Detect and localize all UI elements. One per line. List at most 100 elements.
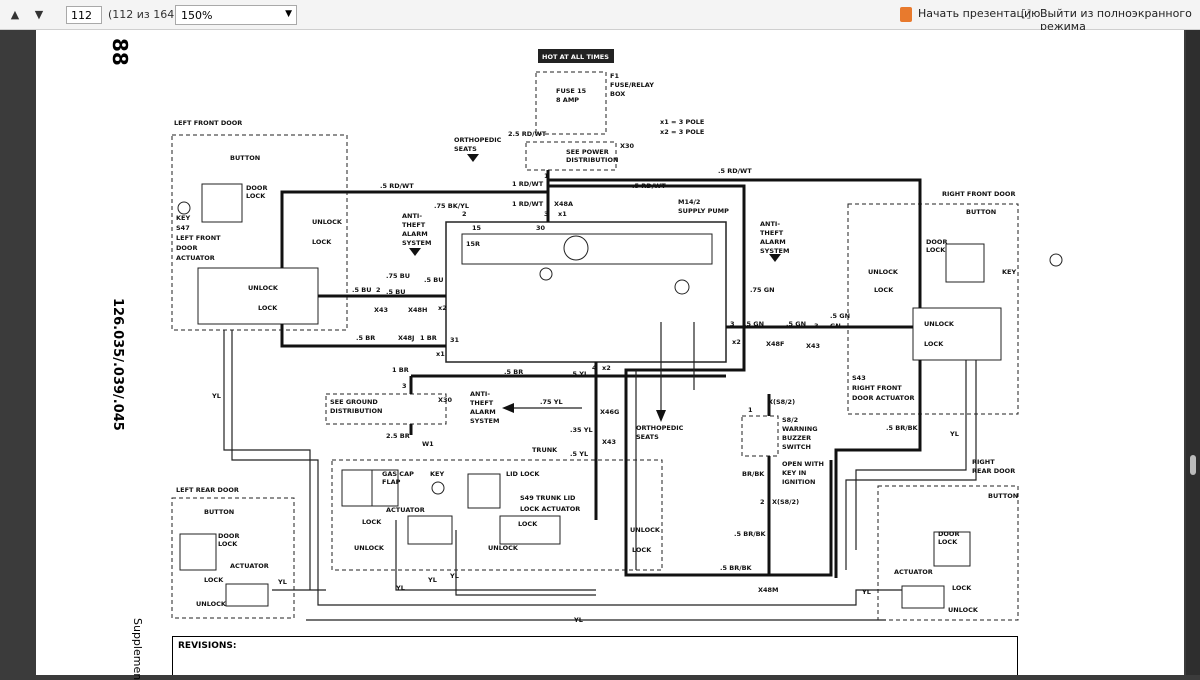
label-button-rr: BUTTON bbox=[988, 492, 1018, 500]
label-key-trunk: KEY bbox=[430, 470, 444, 478]
label-x43-left: X43 bbox=[374, 306, 388, 314]
exit-fullscreen-icon[interactable]: ⛶ bbox=[1022, 7, 1031, 21]
label-ignition: IGNITION bbox=[782, 478, 815, 486]
label-x2-right: x2 bbox=[732, 338, 741, 346]
revisions-label: REVISIONS: bbox=[178, 641, 237, 651]
wire-5-rd-wt-right: .5 RD/WT bbox=[718, 167, 752, 175]
label-pin-3-gn: 3 bbox=[730, 320, 735, 328]
label-orthopedic-bottom: ORTHOPEDIC bbox=[636, 424, 684, 432]
wire-5-bu-a: .5 BU bbox=[424, 276, 444, 284]
label-x58-2-bottom: X(S8/2) bbox=[772, 498, 799, 506]
label-x48h: X48H bbox=[408, 306, 428, 314]
label-distribution: DISTRIBUTION bbox=[566, 156, 618, 164]
label-actuator-rr: ACTUATOR bbox=[894, 568, 933, 576]
label-x46g: X46G bbox=[600, 408, 619, 416]
label-door-rr: DOOR bbox=[938, 530, 959, 538]
zoom-value: 150% bbox=[181, 9, 213, 22]
label-x1-left: x1 bbox=[436, 350, 445, 358]
label-x30-top: X30 bbox=[620, 142, 635, 150]
label-lock-lf2: LOCK bbox=[312, 238, 332, 246]
label-unlock-rf-act: UNLOCK bbox=[924, 320, 955, 328]
label-lock-actuator: LOCK ACTUATOR bbox=[520, 505, 580, 513]
label-button-rf: BUTTON bbox=[966, 208, 996, 216]
label-s43: S43 bbox=[852, 374, 866, 382]
label-anti-right: ANTI- bbox=[760, 220, 780, 228]
label-f1: F1 bbox=[610, 72, 619, 80]
label-switch: SWITCH bbox=[782, 443, 811, 451]
arrow-up-icon[interactable]: ▲ bbox=[10, 8, 20, 21]
exit-fullscreen-button[interactable]: Выйти из полноэкранного режима bbox=[1040, 7, 1192, 33]
label-pin-2-bu: 2 bbox=[376, 286, 381, 294]
arrow-down-icon[interactable]: ▼ bbox=[34, 8, 44, 21]
label-yl-left: YL bbox=[211, 392, 221, 400]
wiring-diagram: HOT AT ALL TIMES F1 FUSE/RELAY BOX FUSE … bbox=[171, 49, 1063, 624]
label-x58-2-top: X(S8/2) bbox=[768, 398, 795, 406]
label-unlock-lr: UNLOCK bbox=[196, 600, 227, 608]
scrollbar-thumb[interactable] bbox=[1190, 455, 1196, 475]
label-supply-pump: SUPPLY PUMP bbox=[678, 207, 729, 215]
wire-5-rd-wt-left: .5 RD/WT bbox=[380, 182, 414, 190]
label-see-power: SEE POWER bbox=[566, 148, 609, 156]
wire-1-br-b: 1 BR bbox=[392, 366, 409, 374]
revisions-box: REVISIONS: bbox=[172, 636, 1018, 675]
wire-5-bu-c: .5 BU bbox=[386, 288, 406, 296]
label-right-front: RIGHT FRONT bbox=[852, 384, 902, 392]
label-lock-lid: LOCK bbox=[518, 520, 538, 528]
label-actuator-trunk: ACTUATOR bbox=[386, 506, 425, 514]
wire-75-bk-yl: .75 BK/YL bbox=[434, 202, 469, 210]
wire-2-5-br: 2.5 BR bbox=[386, 432, 410, 440]
label-yl-rr: YL bbox=[861, 588, 871, 596]
label-pole-note-2: x2 = 3 POLE bbox=[660, 128, 704, 136]
label-unlock-rr: UNLOCK bbox=[948, 606, 979, 614]
label-fuse15: FUSE 15 bbox=[556, 87, 587, 95]
label-pin-2-s8: 2 bbox=[760, 498, 765, 506]
label-door-actuator-lf: DOOR bbox=[176, 244, 197, 252]
page-count: (112 из 164) bbox=[108, 8, 179, 21]
label-alarm-right: ALARM bbox=[760, 238, 786, 246]
label-alarm-left: ALARM bbox=[402, 230, 428, 238]
label-x48j: X48J bbox=[398, 334, 414, 342]
label-trunk: TRUNK bbox=[532, 446, 558, 454]
wire-2-5-rd-wt: 2.5 RD/WT bbox=[508, 130, 547, 138]
vertical-scrollbar[interactable] bbox=[1186, 30, 1200, 675]
label-x2-left: x2 bbox=[438, 304, 447, 312]
page-number-input[interactable] bbox=[66, 6, 102, 24]
label-anti-left: ANTI- bbox=[402, 212, 422, 220]
label-button-lr: BUTTON bbox=[204, 508, 234, 516]
zoom-select[interactable]: 150% ▼ bbox=[175, 5, 297, 25]
label-box: BOX bbox=[610, 90, 625, 98]
label-system-bottom: SYSTEM bbox=[470, 417, 499, 425]
wire-5-gn-a: .5 GN bbox=[744, 320, 764, 328]
label-pin-31: 31 bbox=[450, 336, 460, 344]
label-x1-top: x1 bbox=[558, 210, 567, 218]
label-rear-door: REAR DOOR bbox=[972, 467, 1015, 475]
label-left-rear-door: LEFT REAR DOOR bbox=[176, 486, 239, 494]
label-alarm-bottom: ALARM bbox=[470, 408, 496, 416]
label-pin-15: 15 bbox=[472, 224, 482, 232]
label-open-with: OPEN WITH bbox=[782, 460, 824, 468]
presentation-icon[interactable] bbox=[900, 7, 912, 22]
label-anti-bottom: ANTI- bbox=[470, 390, 490, 398]
wire-5-gn-b: .5 GN bbox=[786, 320, 806, 328]
label-pin-30: 30 bbox=[536, 224, 546, 232]
label-pole-note-1: x1 = 3 POLE bbox=[660, 118, 704, 126]
label-system-left: SYSTEM bbox=[402, 239, 431, 247]
label-hot-at-all-times: HOT AT ALL TIMES bbox=[542, 53, 609, 61]
wire-5-yl-a: .5 YL bbox=[570, 370, 588, 378]
label-pin-3: 3 bbox=[544, 210, 549, 218]
wire-5-br-bk-right: .5 BR/BK bbox=[886, 424, 919, 432]
wire-75-yl: .75 YL bbox=[540, 398, 563, 406]
label-door-lr: DOOR bbox=[218, 532, 239, 540]
label-unlock-lf: UNLOCK bbox=[312, 218, 343, 226]
label-seats-bottom: SEATS bbox=[636, 433, 659, 441]
label-x43-right: X43 bbox=[806, 342, 820, 350]
label-buzzer: BUZZER bbox=[782, 434, 811, 442]
label-fuse-relay: FUSE/RELAY bbox=[610, 81, 654, 89]
label-actuator-lf: ACTUATOR bbox=[176, 254, 215, 262]
label-door-actuator-rf: DOOR ACTUATOR bbox=[852, 394, 915, 402]
label-lock-lf: LOCK bbox=[246, 192, 266, 200]
label-yl-lr: YL bbox=[277, 578, 287, 586]
label-theft-right: THEFT bbox=[760, 229, 784, 237]
label-orthopedic-top: ORTHOPEDIC bbox=[454, 136, 502, 144]
start-presentation-button[interactable]: Начать презентацию bbox=[918, 7, 1041, 20]
